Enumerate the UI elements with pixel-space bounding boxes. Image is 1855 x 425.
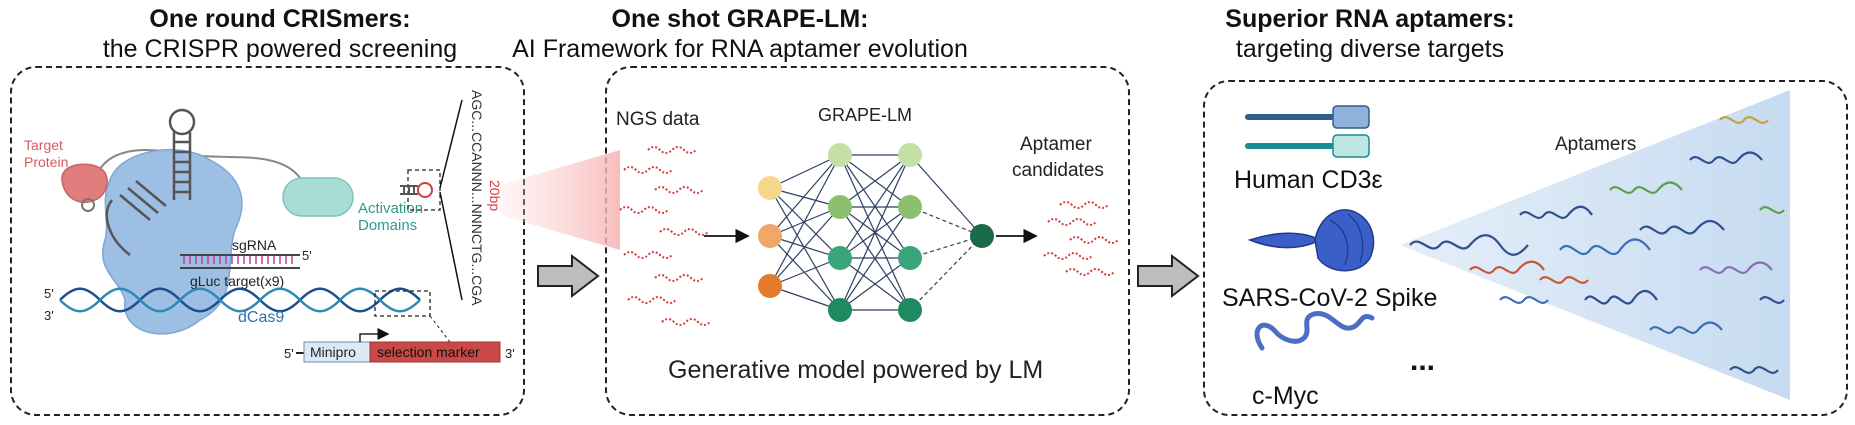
activation-domains-label-1: Activation [358,200,423,217]
aptamer-candidates-label-1: Aptamer [1020,134,1092,155]
panel3-heading: Superior RNA aptamers: targeting diverse… [1120,4,1620,64]
target-cmyc-label: c-Myc [1252,382,1319,410]
input-node [758,176,782,200]
sequence-text: AGC...CCANNN...NNNCTG...CGA [469,90,485,306]
model-name-label: GRAPE-LM [818,105,912,125]
sgrna-spacer [180,254,300,269]
target-protein-shape [61,163,108,204]
aptamer-targets-illustration: Aptamers Human CD3ε [1222,90,1790,410]
cmyc-icon [1254,311,1375,351]
zoom-box-hairpin [407,169,441,211]
gluc-target-label: gLuc target(x9) [190,273,284,289]
hidden-node [828,298,852,322]
selection-marker-box [369,341,501,363]
aptamers-label: Aptamers [1555,134,1636,155]
sgrna-label: sgRNA [232,237,277,253]
hidden-node [898,195,922,219]
target-spike-label: SARS-CoV-2 Spike [1222,284,1437,312]
panel3-subtitle: targeting diverse targets [1235,35,1505,63]
zoom-beam [500,150,620,250]
dna-3prime-label: 3' [44,308,54,323]
panel3-frame [1203,80,1848,416]
network-edges [769,154,983,311]
bp-label: 20bp [487,180,503,211]
hidden-node [898,143,922,167]
aptamer-candidates-label-2: candidates [1012,160,1104,181]
target-protein-stem [81,198,95,212]
target-protein-label-2: Protein [24,154,68,170]
grape-lm-illustration: NGS data GRAPE-LM Aptamer candidates [616,105,1119,384]
activation-domain-shape [282,177,354,217]
promoter-arrow [359,328,390,342]
output-node [970,224,994,248]
spike-icon [1247,209,1375,272]
hidden-node [828,143,852,167]
candidate-reads [1043,201,1119,276]
panel1-title: One round CRISmers: [149,5,411,33]
panel2-subtitle: AI Framework for RNA aptamer evolution [512,35,968,63]
panel2-heading: One shot GRAPE-LM: AI Framework for RNA … [490,4,990,64]
crismers-illustration: Target Protein Activation Domains [24,90,620,363]
cassette-3prime-label: 3' [505,346,515,361]
hidden-node [828,246,852,270]
ngs-data-label: NGS data [616,109,700,130]
panel1-heading: One round CRISmers: the CRISPR powered s… [30,4,530,64]
target-cd3-label: Human CD3ε [1234,166,1383,194]
aptamer-structures [1409,116,1785,374]
panel1-frame [10,66,525,416]
input-node [758,224,782,248]
cd3-icon [1245,105,1370,158]
flow-arrow-2 [1137,253,1200,299]
network-nodes [758,143,994,322]
panel2-title: One shot GRAPE-LM: [611,5,869,33]
panel1-subtitle: the CRISPR powered screening [102,35,458,63]
dna-5prime-label: 5' [44,286,54,301]
cassette-5prime-label: 5' [284,346,294,361]
minipro-label: Minipro [310,344,356,360]
model-caption: Generative model powered by LM [668,356,1043,384]
sgrna-hairpin [105,108,196,256]
more-targets-ellipsis: ... [1410,344,1435,377]
flow-arrow-1 [537,253,600,299]
dcas9-label: dCas9 [238,309,284,326]
dna-helix [59,287,421,313]
hidden-node [898,298,922,322]
panel3-title: Superior RNA aptamers: [1225,5,1515,33]
input-node [758,274,782,298]
sgrna-5prime-label: 5' [302,248,312,263]
selection-marker-label: selection marker [377,344,480,360]
hidden-node [828,195,852,219]
ngs-reads [619,146,711,326]
zoom-box-dna [374,290,431,317]
target-protein-label-1: Target [24,137,63,153]
activation-domains-label-2: Domains [358,217,417,234]
sequence-bracket [439,99,463,301]
mini-hairpin [400,182,433,198]
hidden-node [898,246,922,270]
